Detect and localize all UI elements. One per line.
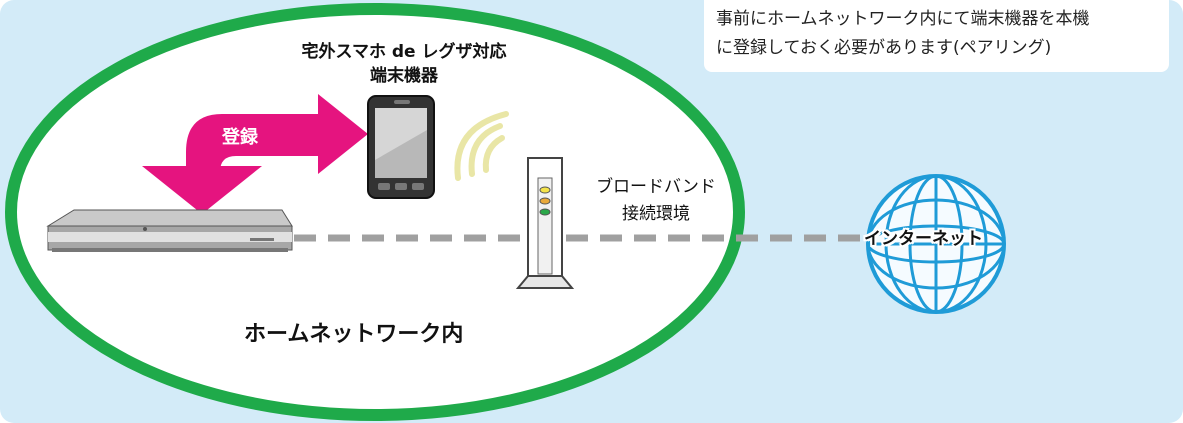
recorder-device	[46, 209, 293, 252]
device-title-line-1: 宅外スマホ de レグザ対応	[301, 42, 507, 62]
internet-label: インターネット	[864, 229, 983, 249]
router-icon	[515, 157, 575, 289]
home-network-label: ホームネットワーク内	[244, 322, 464, 347]
register-arrow	[142, 94, 368, 214]
pairing-note-line-2: に登録しておく必要があります(ペアリング)	[716, 38, 1052, 58]
device-title-line-2: 端末機器	[370, 66, 438, 86]
globe-icon	[866, 174, 1006, 314]
router-label-line-2: 接続環境	[622, 204, 690, 224]
router-label: ブロードバンド 接続環境	[566, 174, 746, 228]
home-network-ellipse	[5, 3, 745, 421]
pairing-note-line-1: 事前にホームネットワーク内にて端末機器を本機	[716, 9, 1090, 29]
pairing-note: 事前にホームネットワーク内にて端末機器を本機 に登録しておく必要があります(ペア…	[704, 0, 1169, 72]
wifi-waves-icon	[454, 111, 509, 181]
device-title: 宅外スマホ de レグザ対応 端末機器	[272, 40, 536, 88]
register-label: 登録	[222, 127, 258, 148]
smartphone-icon	[367, 95, 435, 199]
router-label-line-1: ブロードバンド	[596, 177, 716, 197]
